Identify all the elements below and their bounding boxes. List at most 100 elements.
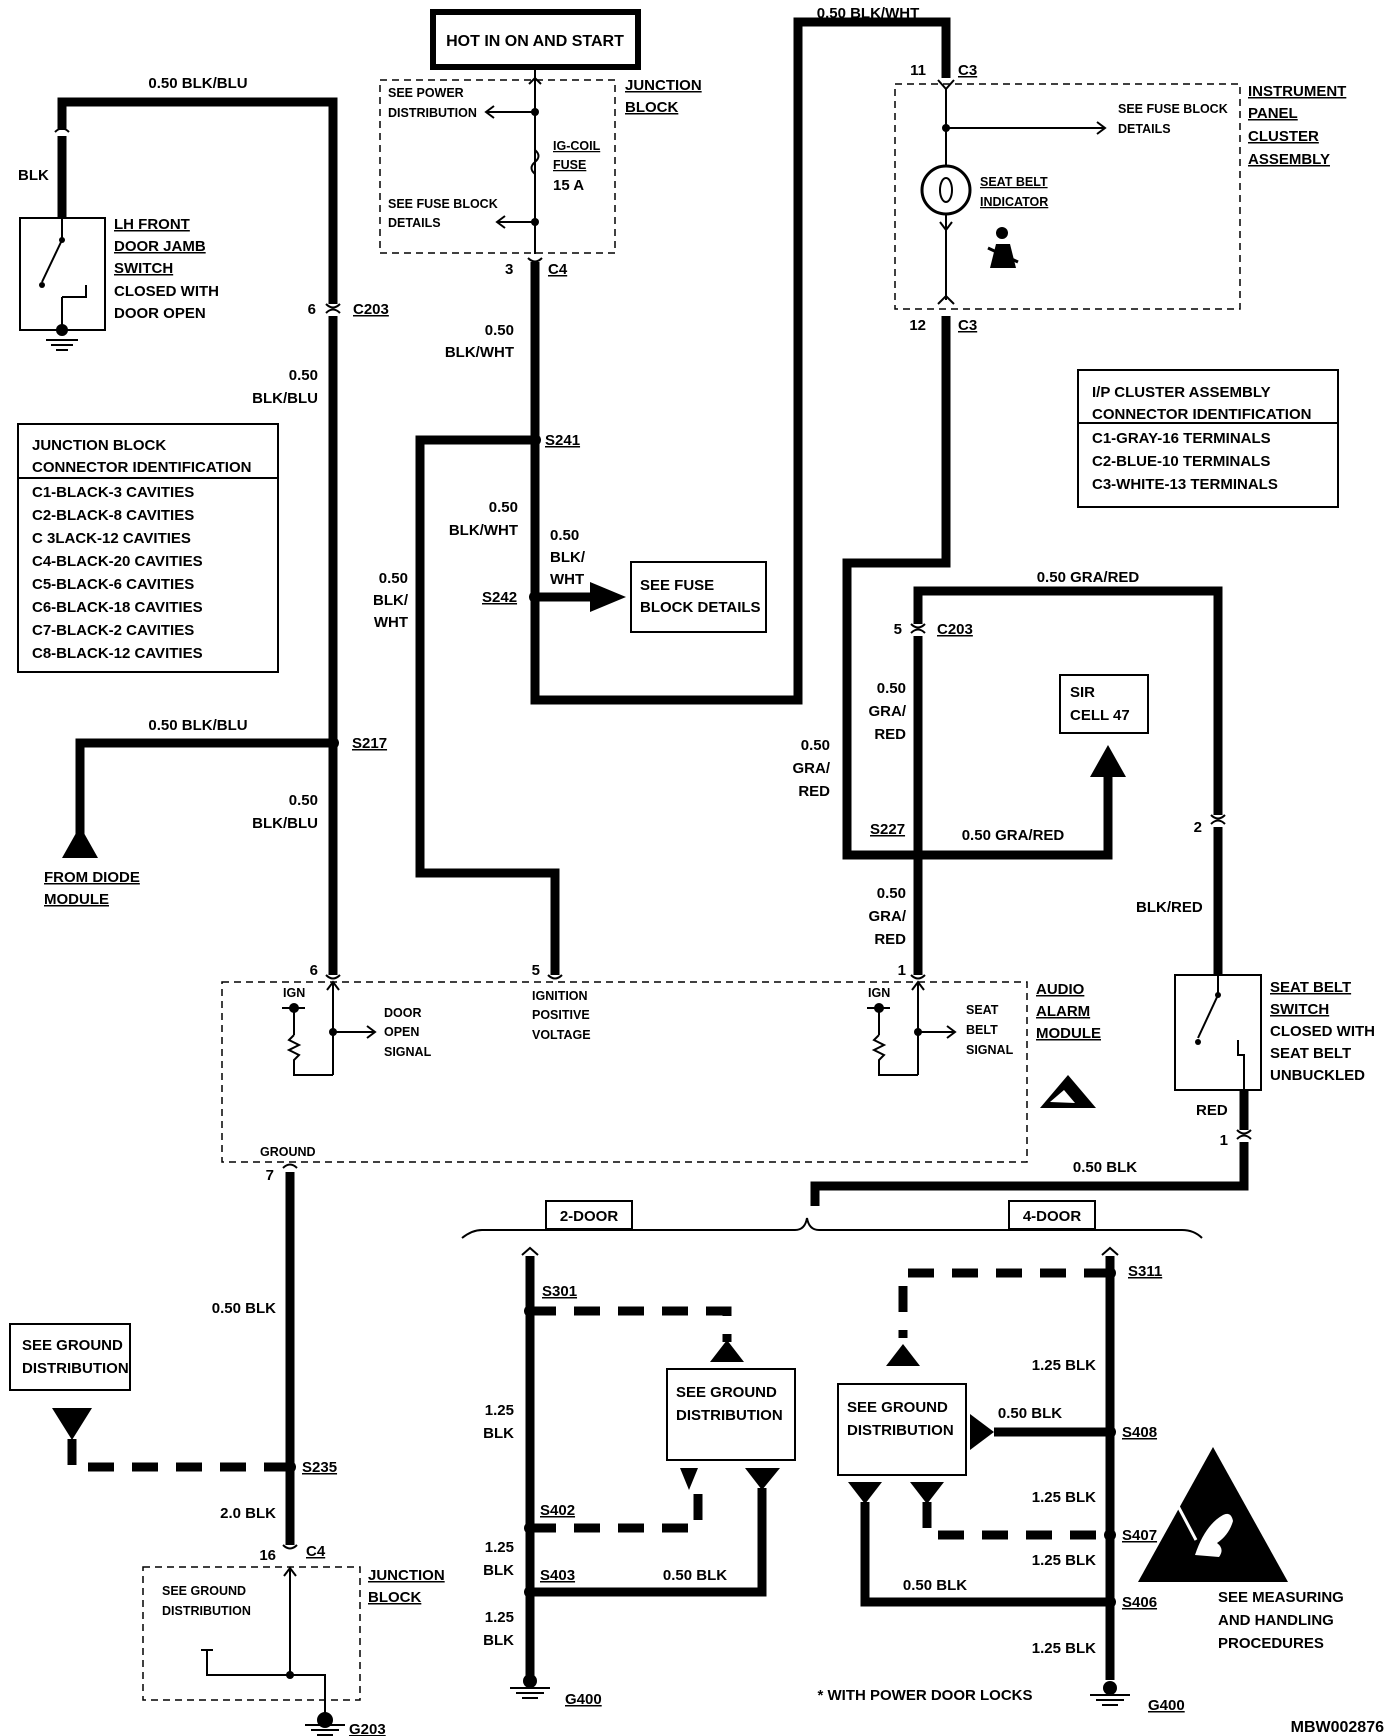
pin-label: 12	[909, 317, 926, 334]
sir-label: CELL 47	[1070, 707, 1130, 724]
splice-s235: S235	[302, 1459, 337, 1476]
connector-c203: C203	[353, 301, 389, 318]
table-row: C8-BLACK-12 CAVITIES	[32, 645, 203, 662]
door-open-signal-label: OPEN	[384, 1025, 419, 1039]
table-row: C3-WHITE-13 TERMINALS	[1092, 476, 1278, 493]
wire-label: RED	[1196, 1102, 1228, 1119]
ign-label: IGN	[283, 986, 305, 1000]
wire-label: 0.50 GRA/RED	[1037, 569, 1140, 586]
ignition-voltage-label: IGNITION	[532, 989, 588, 1003]
audio-alarm-title: AUDIO	[1036, 981, 1085, 998]
table-title: CONNECTOR IDENTIFICATION	[32, 459, 251, 476]
wire-label: 0.50 BLK/BLU	[148, 717, 247, 734]
see-power-label: SEE POWER	[388, 86, 464, 100]
see-fuse-block-label: SEE FUSE BLOCK	[388, 197, 498, 211]
wire-label: BLK/WHT	[445, 344, 514, 361]
wire-label: GRA/	[869, 908, 907, 925]
esd-warning-icon	[1138, 1447, 1288, 1582]
figure-id: MBW002876	[1291, 1719, 1384, 1736]
splice-s407: S407	[1122, 1527, 1157, 1544]
junction-block-top: SEE POWER DISTRIBUTION IG-COIL FUSE 15 A…	[379, 67, 702, 278]
see-fuse-block-details: SEE FUSE	[640, 577, 714, 594]
see-ground-distribution: DISTRIBUTION	[22, 1360, 129, 1377]
table-title: JUNCTION BLOCK	[32, 437, 166, 454]
table-row: C6-BLACK-18 CAVITIES	[32, 599, 203, 616]
table-row: C1-GRAY-16 TERMINALS	[1092, 430, 1271, 447]
ipc-title: ASSEMBLY	[1248, 151, 1330, 168]
wire-label: 0.50	[379, 570, 408, 587]
junction-block-title: BLOCK	[368, 1589, 421, 1606]
four-door-label: 4-DOOR	[1023, 1208, 1082, 1225]
pin-label: 5	[532, 962, 540, 979]
esd-measuring-label: SEE MEASURING	[1218, 1589, 1344, 1606]
seat-belt-signal-label: SEAT	[966, 1003, 999, 1017]
ground-g400: G400	[565, 1691, 602, 1708]
wire-label: 0.50	[489, 499, 518, 516]
wire-label: BLK	[18, 167, 49, 184]
wire-label: 1.25 BLK	[1032, 1640, 1096, 1657]
table-row: C2-BLUE-10 TERMINALS	[1092, 453, 1270, 470]
footnote: * WITH POWER DOOR LOCKS	[818, 1687, 1033, 1704]
see-ground-distribution: SEE GROUND	[847, 1399, 948, 1416]
seat-belt-indicator-label: SEAT BELT	[980, 175, 1048, 189]
see-ground-distribution: SEE GROUND	[22, 1337, 123, 1354]
junction-block-title-2: BLOCK	[625, 99, 678, 116]
junction-block-title: JUNCTION	[368, 1567, 445, 1584]
connector-c3: C3	[958, 317, 977, 334]
instrument-panel-cluster: 11 C3 INSTRUMENT PANEL CLUSTER ASSEMBLY …	[894, 62, 1346, 334]
diode-label: MODULE	[44, 891, 109, 908]
wire-label: BLK	[483, 1425, 514, 1442]
ground-label: GROUND	[260, 1145, 316, 1159]
table-row: C1-BLACK-3 CAVITIES	[32, 484, 194, 501]
wire-label: 0.50	[289, 367, 318, 384]
power-source-box: HOT IN ON AND START	[430, 9, 641, 70]
wire-label: BLK	[483, 1632, 514, 1649]
see-ground-distribution: SEE GROUND	[676, 1384, 777, 1401]
wire-label: 1.25	[485, 1402, 514, 1419]
wire-label: 0.50 BLK	[212, 1300, 276, 1317]
wire-label: 0.50 BLK/WHT	[817, 5, 920, 22]
wire-label: BLK/RED	[1136, 899, 1203, 916]
seat-belt-switch-label: SWITCH	[1270, 1001, 1329, 1018]
pin-label: 6	[310, 962, 318, 979]
seat-belt-circuit: 0.50 GRA/RED 5 C203 0.50 GRA/ RED 0.50 G…	[793, 316, 1375, 1206]
audio-alarm-module: 6 5 1 IGN IGN DOOR OPEN SIGNAL IGNITION …	[221, 962, 1101, 1184]
pin-label: 2	[1194, 819, 1202, 836]
seat-belt-signal-label: BELT	[966, 1023, 998, 1037]
pin-label: 7	[266, 1167, 274, 1184]
junction-block-title: JUNCTION	[625, 77, 702, 94]
wire-label: BLK/BLU	[252, 815, 318, 832]
ground-g203: G203	[349, 1721, 386, 1736]
wire-label: GRA/	[869, 703, 907, 720]
wire-label: BLK/	[373, 592, 409, 609]
splice-s227: S227	[870, 821, 905, 838]
wire-label: BLK/	[550, 549, 586, 566]
ground-g400: G400	[1148, 1697, 1185, 1714]
switch-label: SWITCH	[114, 260, 173, 277]
table-title: I/P CLUSTER ASSEMBLY	[1092, 384, 1271, 401]
seat-belt-switch-label: UNBUCKLED	[1270, 1067, 1365, 1084]
wire-label: 0.50	[485, 322, 514, 339]
see-fuse-block-label-2: DETAILS	[388, 216, 441, 230]
door-open-signal-label: DOOR	[384, 1006, 422, 1020]
wire-label: 0.50	[289, 792, 318, 809]
table-row: C2-BLACK-8 CAVITIES	[32, 507, 194, 524]
wire-label: 0.50	[801, 737, 830, 754]
wire-label: 0.50 BLK	[663, 1567, 727, 1584]
seat-belt-switch-label: SEAT BELT	[1270, 979, 1351, 996]
splice-s406: S406	[1122, 1594, 1157, 1611]
see-fuse-block-label: SEE FUSE BLOCK	[1118, 102, 1228, 116]
wire-label: RED	[874, 726, 906, 743]
splice-s402: S402	[540, 1502, 575, 1519]
splice-s403: S403	[540, 1567, 575, 1584]
diode-module-feed: 0.50 BLK/BLU S217 0.50 BLK/BLU FROM DIOD…	[44, 717, 387, 908]
pin-label: 3	[505, 261, 513, 278]
two-door-ground-circuit: S301 1.25 BLK SEE GROUND DISTRIBUTION S4…	[483, 1246, 796, 1708]
ignition-feed-circuit: SEE FUSE BLOCK DETAILS 0.50 BLK/WHT S241…	[373, 5, 951, 975]
pin-label: 16	[259, 1547, 276, 1564]
wire-label: 0.50 BLK/BLU	[148, 75, 247, 92]
seat-belt-switch-label: CLOSED WITH	[1270, 1023, 1375, 1040]
wire-label: 2.0 BLK	[220, 1505, 276, 1522]
esd-procedures-label: PROCEDURES	[1218, 1635, 1324, 1652]
